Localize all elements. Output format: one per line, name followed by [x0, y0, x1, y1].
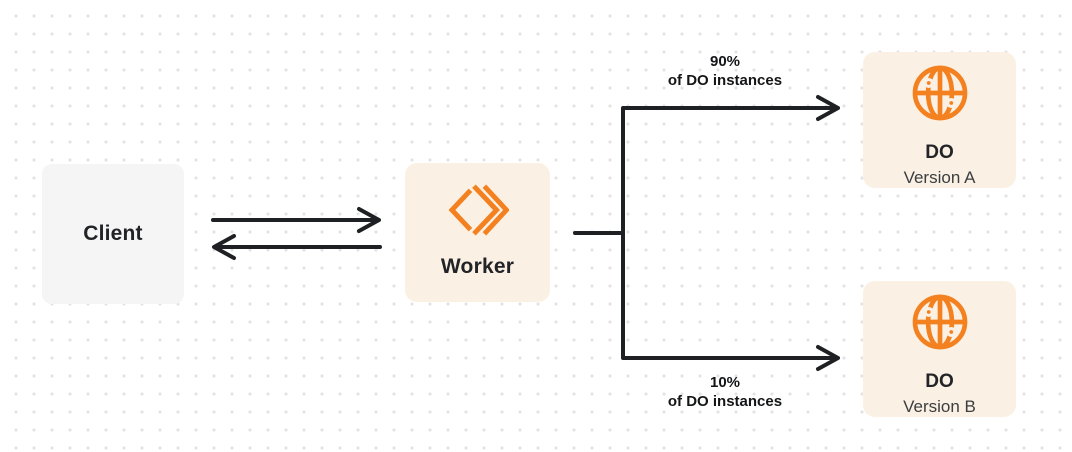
worker-label: Worker [440, 255, 515, 278]
branch-top-caption: of DO instances [667, 72, 783, 89]
do-a-subtitle: Version A [903, 167, 976, 187]
branch-bottom-percent: 10% [709, 374, 741, 391]
branch-top-percent: 90% [709, 53, 741, 70]
branch-top-label: 90% of DO instances [625, 52, 825, 90]
do-a-title: DO [925, 142, 954, 163]
do-version-a-node: DO Version A [863, 52, 1016, 188]
client-label: Client [83, 222, 143, 245]
do-b-subtitle: Version B [903, 396, 976, 416]
branch-bottom-label: 10% of DO instances [625, 373, 825, 411]
globe-icon [910, 63, 970, 123]
arrow-to-version-b [816, 345, 840, 371]
fork-line [573, 106, 834, 360]
globe-icon [910, 292, 970, 352]
branch-bottom-caption: of DO instances [667, 393, 783, 410]
arrow-to-version-a [816, 95, 840, 121]
workers-chevrons-icon [447, 181, 510, 239]
worker-node: Worker [405, 163, 550, 302]
arrow-worker-to-client [212, 234, 382, 260]
do-b-title: DO [925, 371, 954, 392]
do-version-b-node: DO Version B [863, 281, 1016, 417]
client-node: Client [42, 164, 184, 304]
arrow-client-to-worker [211, 207, 381, 233]
